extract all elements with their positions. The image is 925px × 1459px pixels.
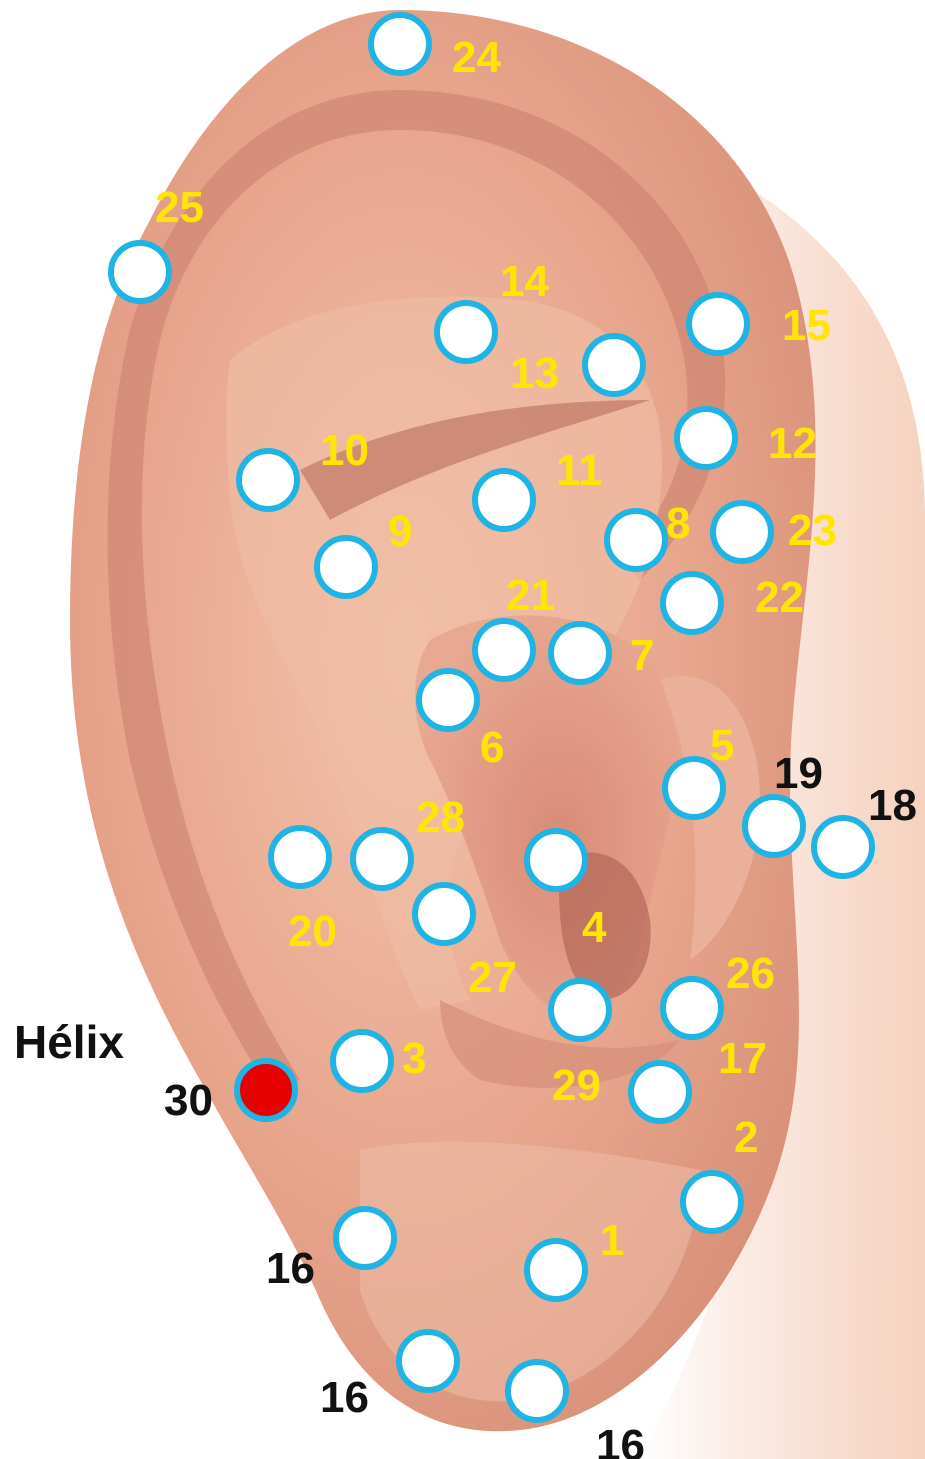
acupoint-label-p20: 20 (288, 907, 337, 956)
acupoint-label-p27: 27 (468, 953, 517, 1002)
acupoint-marker-p15[interactable] (689, 295, 747, 353)
acupoint-label-p22: 22 (755, 573, 804, 622)
acupoint-label-p26: 26 (726, 949, 775, 998)
acupoint-marker-p14[interactable] (437, 303, 495, 361)
acupoint-label-p25: 25 (155, 183, 204, 232)
acupoint-label-p3: 3 (402, 1034, 426, 1083)
acupoint-label-p29: 29 (552, 1061, 601, 1110)
acupoint-label-p5: 5 (710, 721, 734, 770)
acupoint-marker-p28[interactable] (353, 830, 411, 888)
acupoint-label-p28: 28 (416, 793, 465, 842)
acupoint-marker-p8[interactable] (607, 511, 665, 569)
acupoint-label-p9: 9 (388, 507, 412, 556)
acupoint-marker-p4[interactable] (527, 831, 585, 889)
acupoint-label-p13: 13 (510, 349, 559, 398)
acupoint-label-p23: 23 (788, 506, 837, 555)
acupoint-label-p15: 15 (782, 301, 831, 350)
acupoint-marker-p25[interactable] (111, 243, 169, 301)
acupoint-label-p16a: 16 (266, 1244, 315, 1293)
acupoint-marker-p30[interactable] (237, 1061, 295, 1119)
acupoint-label-p1: 1 (600, 1216, 624, 1265)
acupoint-label-p8: 8 (666, 499, 690, 548)
acupoint-marker-p26[interactable] (663, 979, 721, 1037)
acupoint-marker-p7[interactable] (551, 624, 609, 682)
acupoint-marker-p13[interactable] (585, 336, 643, 394)
acupoint-marker-p1[interactable] (527, 1241, 585, 1299)
acupoint-marker-p29[interactable] (551, 981, 609, 1039)
acupoint-label-p7: 7 (630, 631, 654, 680)
helix-label: Hélix (14, 1016, 124, 1068)
acupoint-marker-p19[interactable] (745, 797, 803, 855)
acupoint-label-p11: 11 (556, 446, 603, 495)
acupoint-marker-p23[interactable] (713, 503, 771, 561)
acupoint-label-p14: 14 (500, 257, 549, 306)
acupoint-marker-p6[interactable] (419, 671, 477, 729)
acupoint-label-p19: 19 (774, 749, 823, 798)
acupoint-marker-p24[interactable] (371, 15, 429, 73)
acupoint-marker-p21[interactable] (475, 621, 533, 679)
acupoint-label-p6: 6 (480, 723, 504, 772)
acupoint-marker-p10[interactable] (239, 451, 297, 509)
acupoint-label-p2: 2 (734, 1113, 758, 1162)
acupoint-label-p24: 24 (452, 33, 501, 82)
acupoint-label-p30: 30 (164, 1076, 213, 1125)
acupoint-label-p12: 12 (768, 419, 817, 468)
acupoint-label-p18: 18 (868, 781, 917, 830)
acupoint-marker-p9[interactable] (317, 538, 375, 596)
acupoint-marker-p2[interactable] (683, 1173, 741, 1231)
acupoint-marker-p18[interactable] (814, 818, 872, 876)
acupoint-marker-p3[interactable] (333, 1032, 391, 1090)
acupoint-marker-p16c[interactable] (508, 1362, 566, 1420)
acupoint-label-p16b: 16 (320, 1373, 369, 1422)
acupoint-marker-p22[interactable] (663, 574, 721, 632)
acupoint-marker-p11[interactable] (475, 471, 533, 529)
acupoint-marker-p12[interactable] (677, 409, 735, 467)
acupoint-marker-p27[interactable] (415, 885, 473, 943)
acupoint-marker-p16b[interactable] (399, 1332, 457, 1390)
acupoint-marker-p16a[interactable] (336, 1209, 394, 1267)
acupoint-label-p16c: 16 (596, 1421, 645, 1459)
acupoint-label-p4: 4 (582, 903, 607, 952)
acupoint-label-p17: 17 (718, 1034, 767, 1083)
acupoint-label-p21: 21 (506, 571, 555, 620)
acupoint-marker-p20[interactable] (271, 828, 329, 886)
acupoint-marker-p17[interactable] (631, 1063, 689, 1121)
acupoint-label-p10: 10 (320, 426, 369, 475)
